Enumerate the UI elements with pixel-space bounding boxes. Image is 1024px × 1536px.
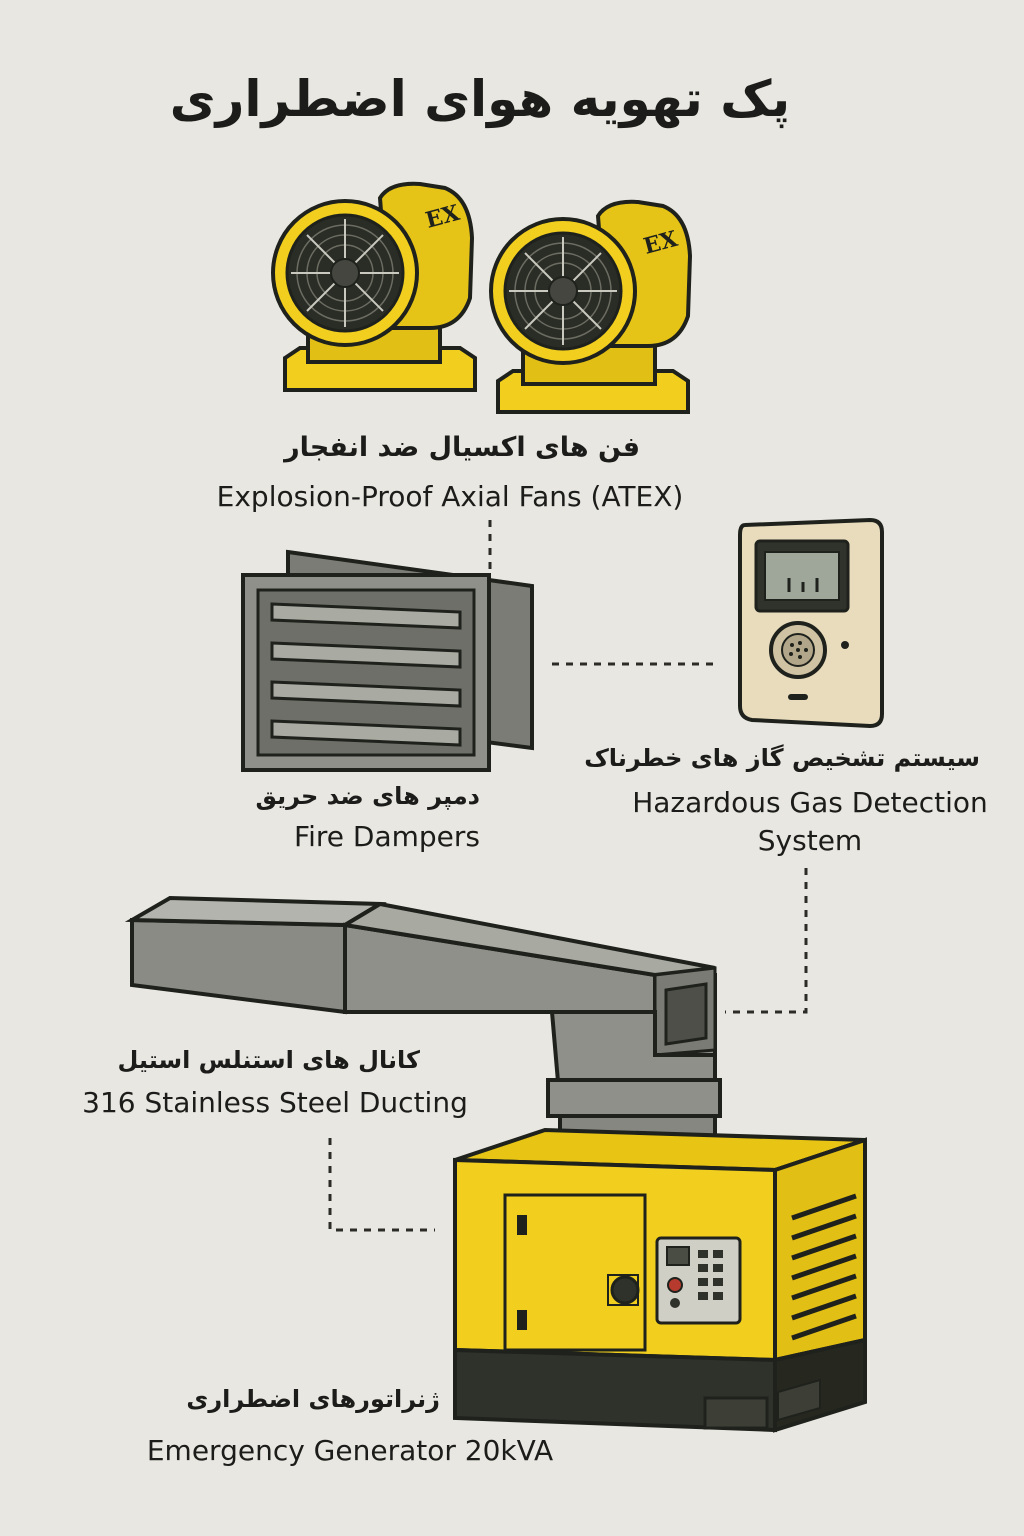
ducting-label-fa: کانال های استنلس استیل: [117, 1046, 420, 1074]
page-title: پک تهویه هوای اضطراری: [169, 70, 791, 128]
generator-label-en: Emergency Generator 20kVA: [146, 1434, 554, 1467]
generator-label-fa: ژنراتورهای اضطراری: [186, 1385, 440, 1413]
dampers-label-fa: دمپر های ضد حریق: [255, 782, 480, 810]
fans-label-en: Explosion-Proof Axial Fans (ATEX): [216, 480, 684, 513]
connector-gas-duct: [725, 868, 808, 1014]
connector-lines: [328, 520, 808, 1232]
gas-detection-label-en-line2: System: [757, 824, 863, 857]
fire-damper-icon: [241, 549, 534, 772]
gas-detection-label-fa: سیستم تشخیص گاز های خطرناک: [584, 744, 980, 772]
gas-detector-icon: [738, 517, 884, 729]
axial-fan-icon: EX: [489, 199, 693, 414]
fans-label-fa: فن های اکسیال ضد انفجار: [284, 432, 640, 463]
gas-detection-label-en-line1: Hazardous Gas Detection: [632, 786, 988, 819]
generator-icon: [453, 1127, 867, 1433]
dampers-label-en: Fire Dampers: [294, 820, 480, 853]
axial-fan-icon: EX: [271, 181, 477, 392]
connector-duct-generator: [328, 1138, 435, 1232]
ducting-label-en: 316 Stainless Steel Ducting: [82, 1086, 468, 1119]
